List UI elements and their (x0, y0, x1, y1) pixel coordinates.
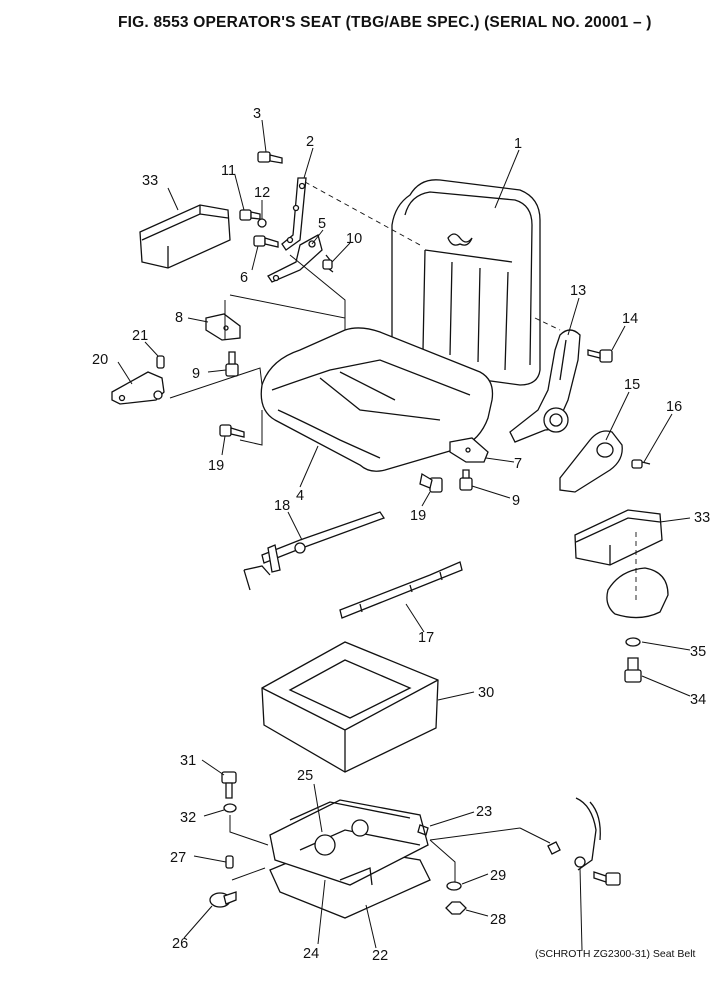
callout-24: 24 (303, 946, 319, 962)
callout-34: 34 (690, 692, 706, 708)
callout-11: 11 (221, 163, 236, 179)
part-bolt-9-lower (459, 469, 473, 491)
callout-31: 31 (180, 753, 196, 769)
callout-2: 2 (306, 134, 314, 150)
part-washer-12 (257, 218, 267, 228)
callout-8: 8 (175, 310, 183, 326)
callout-17: 17 (418, 630, 434, 646)
part-lever-23 (417, 824, 429, 836)
callout-21: 21 (132, 328, 148, 344)
callout-labels: 1 2 3 4 5 6 7 8 9 9 10 11 12 13 14 15 16… (92, 106, 710, 964)
callout-10: 10 (346, 231, 362, 247)
callout-33-right: 33 (694, 510, 710, 526)
part-nut-28 (445, 901, 467, 915)
callout-23: 23 (476, 804, 492, 820)
part-bolt-34 (624, 657, 642, 683)
part-bolt-9-upper (225, 351, 239, 377)
callout-15: 15 (624, 377, 640, 393)
callout-32: 32 (180, 810, 196, 826)
part-cover-15 (559, 430, 623, 493)
callout-13: 13 (570, 283, 586, 299)
figure-title: FIG. 8553 OPERATOR'S SEAT (TBG/ABE SPEC.… (118, 14, 652, 31)
part-backrest (391, 179, 541, 386)
callout-33-left: 33 (142, 173, 158, 189)
part-washer-35 (625, 637, 641, 647)
callout-26: 26 (172, 936, 188, 952)
part-suspension-22 (269, 799, 431, 919)
callout-22: 22 (372, 948, 388, 964)
part-bolt-31 (221, 771, 237, 799)
callout-35: 35 (690, 644, 706, 660)
callout-14: 14 (622, 311, 638, 327)
callout-30: 30 (478, 685, 494, 701)
callout-28: 28 (490, 912, 506, 928)
callout-25: 25 (297, 768, 313, 784)
part-bolt-19-right (419, 472, 443, 493)
part-bolt-10 (322, 254, 334, 273)
part-bolt-6 (253, 235, 279, 248)
part-armrest-33-right (574, 509, 669, 619)
callout-4: 4 (296, 488, 304, 504)
callout-12: 12 (254, 185, 270, 201)
callout-27: 27 (170, 850, 186, 866)
callout-29: 29 (490, 868, 506, 884)
callout-19-left: 19 (208, 458, 224, 474)
part-bolt-19-left (219, 424, 245, 438)
part-bracket-8 (205, 313, 241, 341)
part-seat-belt (547, 797, 621, 886)
callout-5: 5 (318, 216, 326, 232)
part-slide-rail-17 (339, 561, 463, 619)
callout-18: 18 (274, 498, 290, 514)
seat-belt-caption: (SCHROTH ZG2300-31) Seat Belt (535, 948, 696, 960)
callout-1: 1 (514, 136, 522, 152)
part-cover-30 (261, 641, 439, 773)
callout-7: 7 (514, 456, 522, 472)
callout-9-upper: 9 (192, 366, 200, 382)
part-bolt-3 (257, 151, 283, 164)
part-bolt-14 (587, 349, 613, 363)
callout-19-right: 19 (410, 508, 426, 524)
assembly-lines (169, 181, 637, 951)
part-pin-27 (225, 855, 234, 869)
part-washer-32 (223, 803, 237, 813)
part-slide-rail-18 (243, 511, 385, 591)
part-screw-16 (631, 459, 651, 469)
callout-16: 16 (666, 399, 682, 415)
part-bolt-11 (239, 209, 261, 221)
part-bracket-7 (449, 437, 489, 463)
leader-lines (117, 119, 691, 949)
part-seat-cushion (260, 327, 494, 472)
part-bracket-2 (281, 177, 307, 251)
callout-3: 3 (253, 106, 261, 122)
part-armrest-33-left (139, 204, 231, 269)
callout-6: 6 (240, 270, 248, 286)
part-lever-20 (111, 371, 165, 405)
callout-20: 20 (92, 352, 108, 368)
part-pin-21 (156, 355, 165, 369)
part-washer-29 (446, 881, 462, 891)
callout-9-lower: 9 (512, 493, 520, 509)
part-knob-26 (209, 891, 237, 908)
